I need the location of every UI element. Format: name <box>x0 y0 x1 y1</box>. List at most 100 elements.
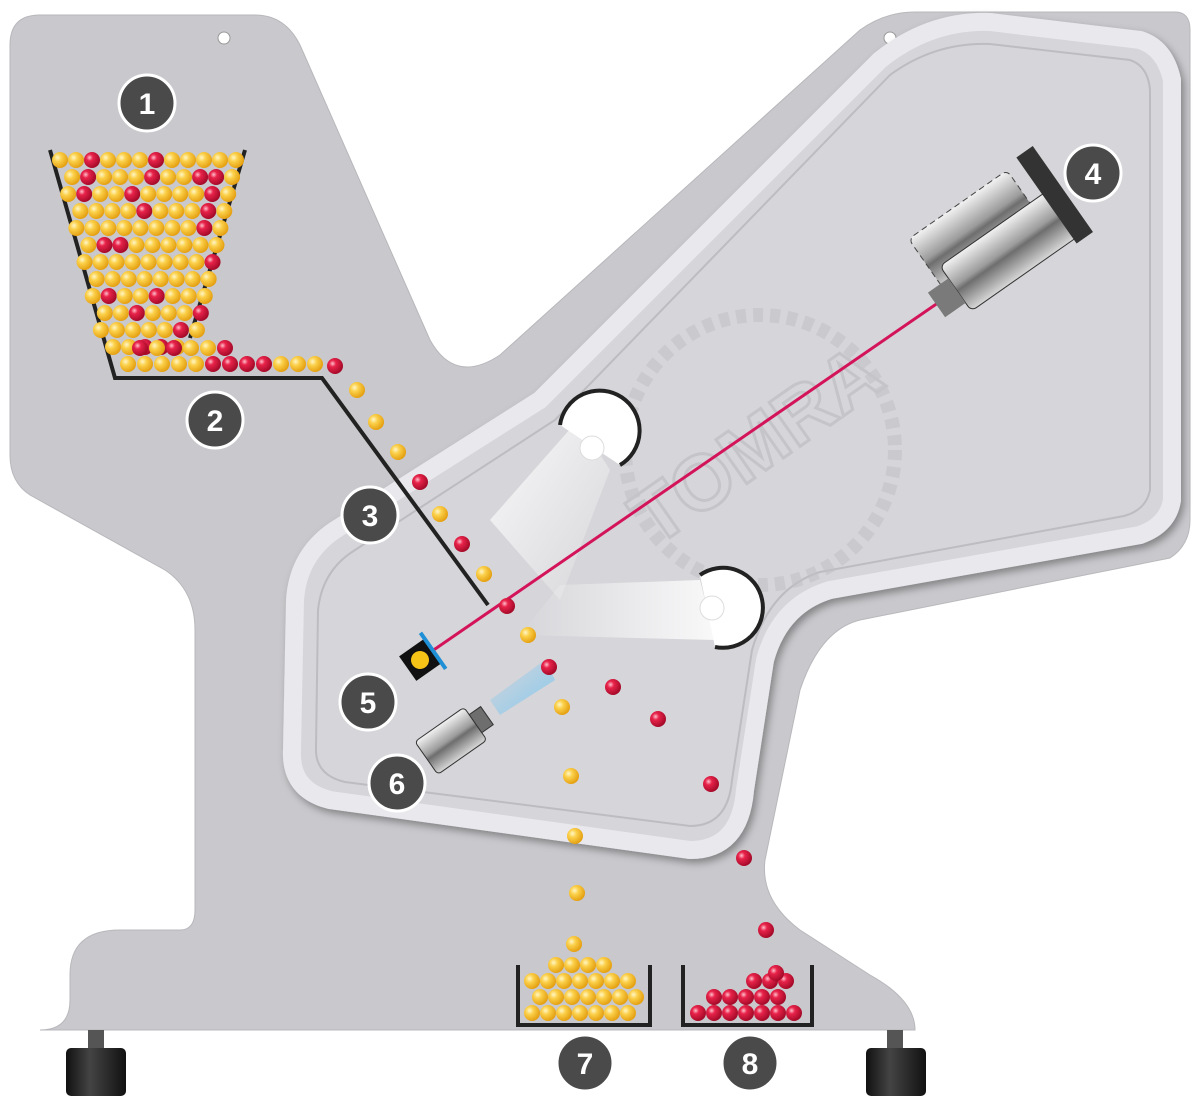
reject-product <box>205 356 221 372</box>
good-product <box>208 237 225 253</box>
reject-product <box>768 965 784 981</box>
good-product <box>149 340 165 356</box>
marker-6: 6 <box>367 753 427 813</box>
good-product <box>112 305 129 321</box>
good-product <box>228 152 244 168</box>
good-product <box>128 169 145 185</box>
camera-beam <box>490 660 555 715</box>
good-product <box>164 220 181 236</box>
good-product <box>183 340 199 356</box>
reject-product <box>239 356 255 372</box>
good-product <box>620 1005 636 1021</box>
good-product <box>390 444 406 460</box>
good-product <box>116 288 133 304</box>
good-product <box>200 340 216 356</box>
product-flow <box>327 358 774 952</box>
good-product <box>52 152 68 168</box>
upper-lamp <box>558 388 642 467</box>
camera-icon <box>415 705 494 774</box>
good-product <box>96 169 113 185</box>
svg-text:2: 2 <box>207 405 224 438</box>
mounting-hole-icon <box>217 31 231 45</box>
good-product <box>220 186 237 202</box>
good-product <box>349 382 365 398</box>
good-product <box>152 203 169 219</box>
good-product <box>80 237 97 253</box>
good-product <box>612 989 628 1005</box>
good-product <box>164 152 180 168</box>
good-product <box>564 957 580 973</box>
support-foot-icon <box>66 1030 126 1096</box>
reject-product <box>222 356 238 372</box>
reject-product <box>148 152 164 168</box>
good-product <box>120 203 137 219</box>
marker-3: 3 <box>340 485 400 545</box>
good-product <box>156 254 173 270</box>
good-product <box>200 271 217 287</box>
good-product <box>68 220 85 236</box>
reject-product <box>204 254 221 270</box>
good-product <box>572 1005 588 1021</box>
good-product <box>212 220 229 236</box>
good-product <box>563 768 579 784</box>
reject-product <box>112 237 129 253</box>
good-product <box>196 288 213 304</box>
good-product <box>604 1005 620 1021</box>
reject-product <box>128 305 145 321</box>
good-product <box>184 271 201 287</box>
good-product <box>176 237 193 253</box>
reject-product <box>132 340 148 356</box>
good-product <box>132 220 149 236</box>
good-product <box>100 152 116 168</box>
good-product <box>105 339 121 355</box>
good-product <box>140 186 157 202</box>
good-product <box>580 957 596 973</box>
reject-product <box>736 850 752 866</box>
good-product <box>140 254 157 270</box>
light-beam-lower <box>520 580 715 640</box>
good-product <box>160 169 177 185</box>
laser-beam <box>421 294 949 660</box>
reject-product <box>412 474 428 490</box>
good-product <box>180 288 197 304</box>
good-product <box>596 957 612 973</box>
good-product <box>136 271 153 287</box>
good-product <box>88 271 105 287</box>
good-product <box>180 220 197 236</box>
good-product <box>168 203 185 219</box>
good-product <box>164 288 181 304</box>
good-product <box>567 828 583 844</box>
good-product <box>60 186 77 202</box>
good-product <box>620 973 636 989</box>
reject-product <box>100 288 117 304</box>
reject-product <box>96 237 113 253</box>
marker-2: 2 <box>185 390 245 450</box>
reject-product <box>84 152 100 168</box>
good-product <box>192 237 209 253</box>
good-product <box>290 356 306 372</box>
good-product <box>188 254 205 270</box>
reject-product <box>200 203 217 219</box>
accept-bin <box>516 965 652 1027</box>
chamber-inner-edge <box>314 42 1151 828</box>
good-product <box>108 186 125 202</box>
good-product <box>160 237 177 253</box>
good-product <box>88 203 105 219</box>
svg-text:3: 3 <box>362 500 379 533</box>
good-product <box>556 1005 572 1021</box>
reject-product <box>196 220 213 236</box>
reject-product <box>172 322 189 338</box>
good-product <box>108 322 125 338</box>
good-product <box>152 271 169 287</box>
reject-product <box>124 186 141 202</box>
reject-product <box>754 1005 770 1021</box>
reject-product <box>650 711 666 727</box>
reject-product <box>136 203 153 219</box>
good-product <box>554 699 570 715</box>
marker-8: 8 <box>720 1033 780 1093</box>
reject-product <box>76 186 93 202</box>
good-product <box>556 973 572 989</box>
reject-product <box>208 169 225 185</box>
good-product <box>156 186 173 202</box>
reject-product <box>148 288 165 304</box>
